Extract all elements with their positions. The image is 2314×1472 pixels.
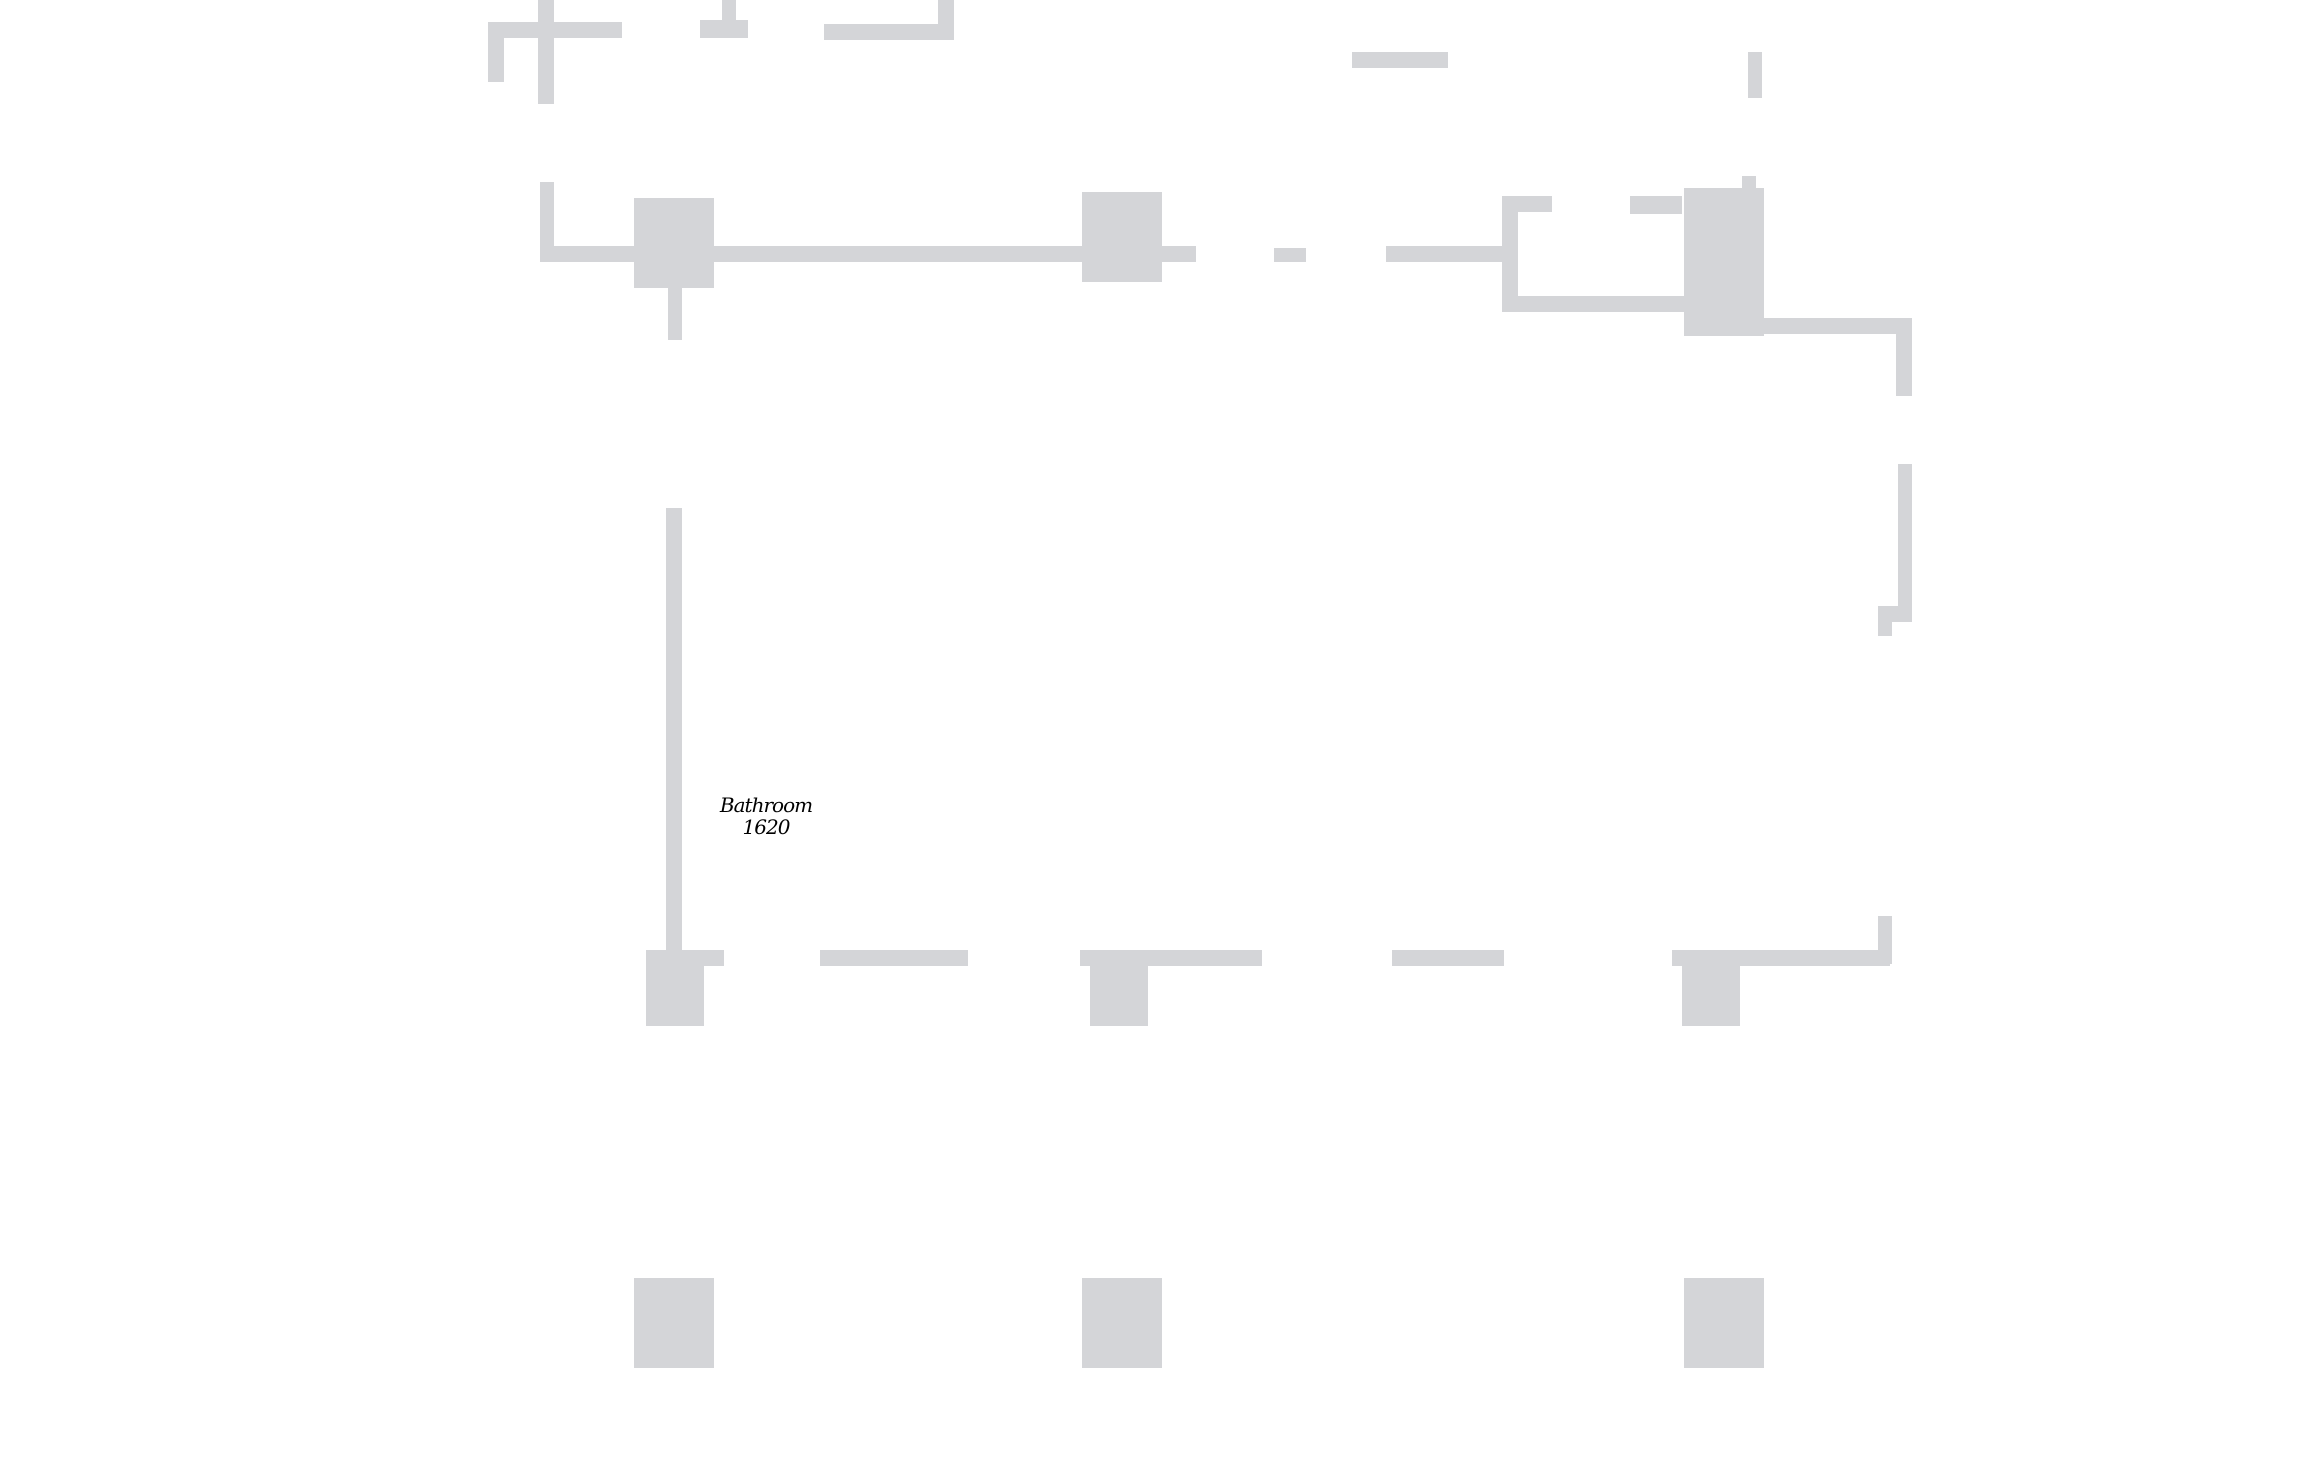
column bbox=[634, 1278, 714, 1368]
lower-wall bbox=[646, 950, 1890, 1026]
column bbox=[1682, 950, 1740, 1026]
wall-segment bbox=[668, 282, 682, 340]
wall-segment bbox=[1352, 52, 1448, 68]
wall-segment bbox=[1898, 464, 1912, 622]
wall-segment bbox=[820, 950, 968, 966]
wall-segment bbox=[1386, 246, 1516, 262]
wall-segment bbox=[666, 508, 682, 958]
wall-segment bbox=[1630, 196, 1682, 214]
column bbox=[1684, 1278, 1764, 1368]
wall-segment bbox=[488, 22, 622, 38]
column bbox=[1082, 192, 1162, 282]
column bbox=[646, 950, 704, 1026]
right-wall bbox=[1878, 464, 1912, 964]
top-wall-fragments bbox=[488, 0, 1762, 104]
wall-segment bbox=[1502, 296, 1712, 312]
wall-segment bbox=[488, 22, 504, 82]
wall-segment bbox=[538, 0, 554, 104]
wall-segment bbox=[1274, 248, 1306, 262]
wall-segment bbox=[722, 0, 736, 36]
wall-segment bbox=[938, 0, 954, 40]
wall-segment bbox=[1748, 318, 1912, 334]
column bbox=[1090, 950, 1148, 1026]
column bbox=[1082, 1278, 1162, 1368]
wall-segment bbox=[1392, 950, 1504, 966]
column bbox=[1684, 188, 1764, 336]
left-wall bbox=[666, 508, 682, 958]
wall-segment bbox=[824, 24, 954, 40]
bottom-columns bbox=[634, 1278, 1764, 1368]
wall-segment bbox=[1878, 606, 1892, 636]
wall-segment bbox=[540, 182, 554, 258]
room-number: 1620 bbox=[743, 815, 791, 839]
wall-segment bbox=[1502, 196, 1518, 312]
column bbox=[634, 198, 714, 288]
wall-segment bbox=[1748, 52, 1762, 98]
wall-segment bbox=[1502, 196, 1552, 212]
room-label-bathroom[interactable]: Bathroom 1620 bbox=[717, 791, 815, 841]
upper-wall bbox=[540, 176, 1912, 396]
wall-segment bbox=[1896, 318, 1912, 396]
room-name: Bathroom bbox=[719, 793, 812, 817]
